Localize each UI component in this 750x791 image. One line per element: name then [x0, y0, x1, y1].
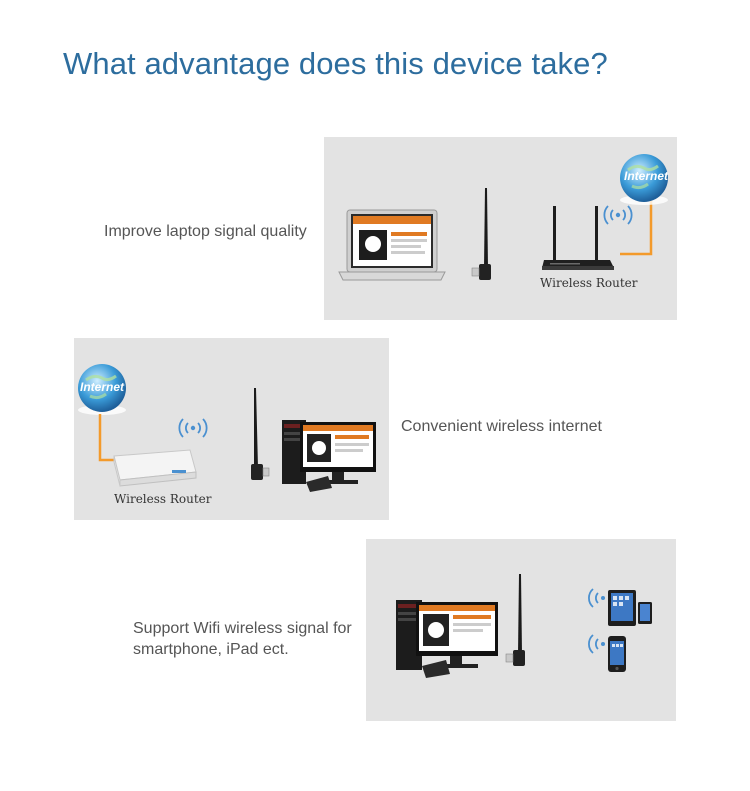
wifi-signal-icon: [603, 205, 633, 225]
internet-globe-icon: [78, 364, 126, 415]
wifi-signal-icon: [588, 634, 605, 654]
smartphone-icon: [608, 636, 626, 672]
caption-mobile-line1: Support Wifi wireless signal for: [133, 620, 352, 637]
desktop-pc-icon: [396, 600, 498, 678]
page-title: What advantage does this device take?: [63, 46, 608, 81]
laptop-icon: [338, 209, 446, 281]
caption-desktop: Convenient wireless internet: [401, 418, 602, 435]
usb-wifi-adapter-icon: [251, 388, 270, 480]
internet-globe-icon: [620, 154, 668, 205]
usb-wifi-adapter-icon: [471, 188, 491, 280]
internet-label: Internet: [79, 380, 124, 394]
caption-mobile-line2: smartphone, iPad ect.: [133, 641, 289, 658]
tablet-icon: [608, 590, 652, 626]
router-icon: [542, 206, 614, 270]
wifi-signal-icon: [178, 418, 208, 438]
caption-laptop: Improve laptop signal quality: [104, 223, 307, 240]
router-label: Wireless Router: [540, 276, 638, 290]
router-label: Wireless Router: [114, 492, 212, 506]
connection-line: [620, 198, 653, 256]
desktop-pc-icon: [282, 420, 376, 492]
usb-wifi-adapter-icon: [505, 574, 525, 666]
router-icon: [113, 449, 197, 487]
internet-label: Internet: [623, 169, 668, 183]
wifi-signal-icon: [588, 588, 605, 608]
